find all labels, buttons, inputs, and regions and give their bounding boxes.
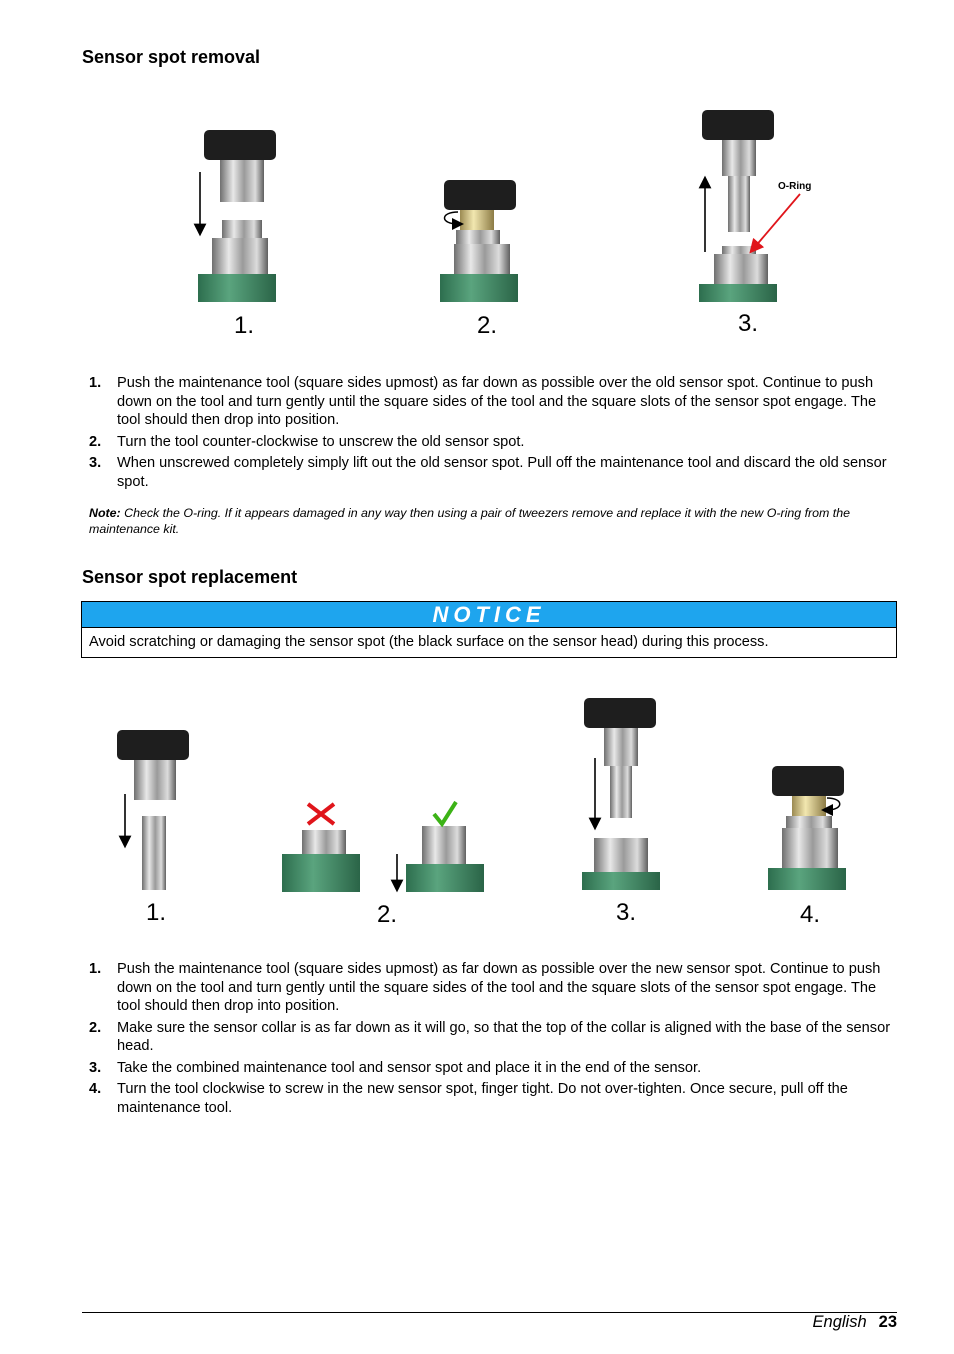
replacement-step2-illustration (282, 800, 484, 893)
step-text: Turn the tool clockwise to screw in the … (117, 1081, 848, 1116)
step-number: 4. (89, 1081, 102, 1097)
removal-fig-label-3: 3. (738, 310, 758, 337)
step-text: Push the maintenance tool (square sides … (117, 961, 881, 1014)
removal-step1-illustration (193, 130, 276, 302)
replacement-step1-illustration (117, 730, 189, 890)
removal-figure: O-Ring 1. 2. 3. (82, 100, 897, 345)
step-number: 2. (89, 433, 102, 450)
step-number: 1. (89, 961, 102, 977)
replacement-step-2: 2. Make sure the sensor collar is as far … (89, 1019, 894, 1056)
removal-illustration: O-Ring 1. 2. 3. (193, 110, 811, 339)
replacement-heading: Sensor spot replacement (82, 567, 298, 587)
step-number: 3. (89, 455, 102, 471)
removal-step-1: 1. Push the maintenance tool (square side… (89, 374, 894, 430)
page-footer: English 23 (813, 1312, 897, 1332)
removal-step2-illustration (440, 180, 518, 302)
removal-step3-illustration (698, 110, 801, 302)
replacement-step-1: 1. Push the maintenance tool (square side… (89, 960, 894, 1016)
notice-text: Avoid scratching or damaging the sensor … (89, 634, 769, 650)
oring-label: O-Ring (778, 181, 811, 192)
page-number: 23 (878, 1313, 897, 1331)
removal-fig-label-1: 1. (234, 312, 254, 339)
removal-note: Note: Check the O-ring. If it appears da… (89, 505, 889, 537)
footer-language: English (812, 1313, 867, 1331)
step-number: 1. (89, 375, 102, 391)
replacement-fig-label-1: 1. (146, 899, 166, 926)
replacement-fig-label-4: 4. (800, 901, 820, 928)
step-text: Push the maintenance tool (square sides … (117, 375, 877, 428)
notice-box: NOTICE Avoid scratching or damaging the … (81, 601, 897, 658)
removal-heading: Sensor spot removal (82, 47, 261, 67)
removal-steps: 1. Push the maintenance tool (square side… (89, 374, 894, 494)
check-icon (432, 800, 458, 828)
step-text: Make sure the sensor collar is as far do… (117, 1019, 891, 1055)
footer-rule (82, 1312, 897, 1313)
replacement-step-3: 3. Take the combined maintenance tool and… (89, 1059, 894, 1078)
step-text: When unscrewed completely simply lift ou… (117, 455, 887, 490)
step-text: Take the combined maintenance tool and s… (117, 1059, 702, 1076)
replacement-fig-label-2: 2. (377, 901, 397, 928)
replacement-step4-illustration (768, 766, 846, 890)
cross-icon (306, 802, 336, 826)
replacement-illustration: 1. 2. 3. 4. (117, 698, 846, 928)
removal-step-3: 3. When unscrewed completely simply lift … (89, 454, 894, 491)
step-number: 2. (89, 1019, 102, 1036)
replacement-fig-label-3: 3. (616, 899, 636, 926)
step-text: Turn the tool counter-clockwise to unscr… (117, 433, 525, 450)
replacement-figure: 1. 2. 3. 4. (82, 690, 897, 935)
note-label: Note: (89, 506, 121, 520)
step-number: 3. (89, 1059, 102, 1076)
notice-title: NOTICE (82, 602, 896, 628)
replacement-step-4: 4. Turn the tool clockwise to screw in th… (89, 1080, 894, 1117)
note-text: Check the O-ring. If it appears damaged … (89, 506, 851, 536)
removal-fig-label-2: 2. (477, 312, 497, 339)
replacement-steps: 1. Push the maintenance tool (square side… (89, 960, 894, 1120)
removal-step-2: 2. Turn the tool counter-clockwise to uns… (89, 433, 894, 452)
replacement-step3-illustration (582, 698, 660, 890)
